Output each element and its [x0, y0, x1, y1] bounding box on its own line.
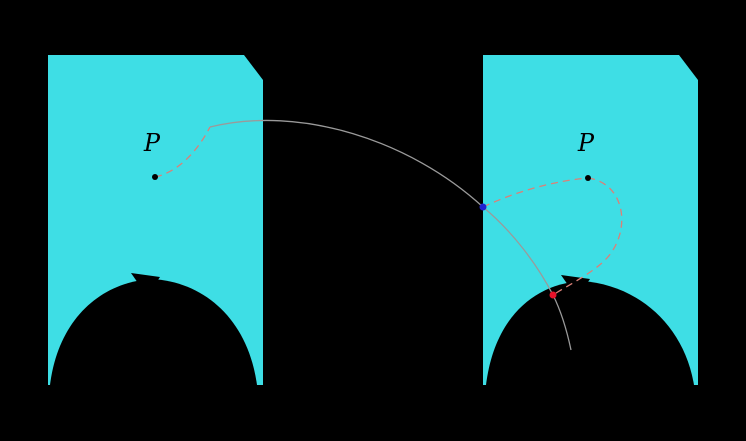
left-region — [48, 55, 263, 385]
left-corner-arrow-icon — [244, 55, 263, 80]
left-dome — [50, 279, 257, 385]
right-region — [483, 55, 698, 385]
red-endpoint — [549, 291, 557, 299]
left-basepoint — [152, 174, 158, 180]
blue-crossing-point — [479, 203, 487, 211]
left-point-label: P — [143, 129, 161, 157]
right-dome — [486, 281, 694, 385]
left-dome-arrow-icon — [131, 273, 160, 296]
right-dashed-curve-loop — [552, 177, 623, 296]
gray-path-curve — [209, 119, 572, 351]
right-corner-arrow-icon — [679, 55, 698, 80]
right-dashed-curve-upper — [482, 177, 589, 208]
right-basepoint — [585, 175, 591, 181]
right-dome-arrow-icon — [561, 275, 590, 298]
left-dashed-curve — [154, 126, 211, 178]
right-point-label: P — [577, 129, 595, 157]
